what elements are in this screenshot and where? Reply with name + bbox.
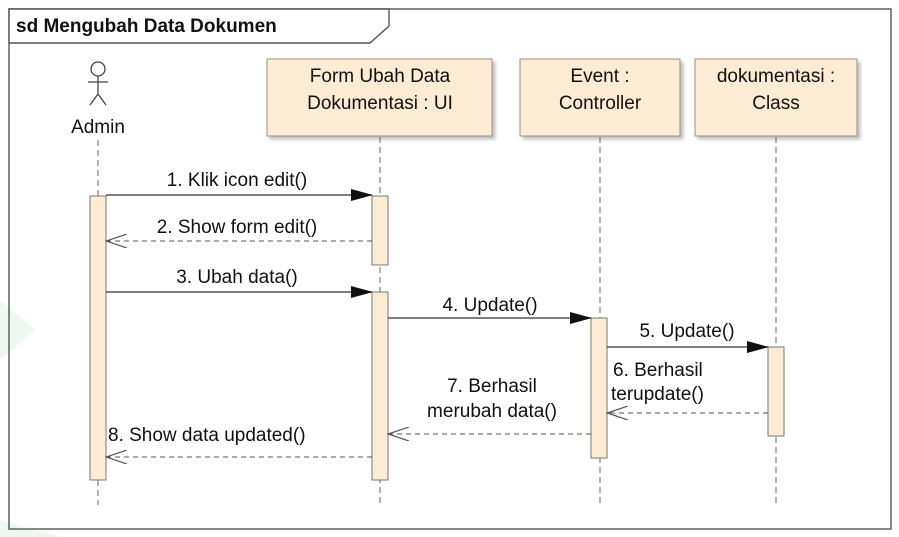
message-5-label: 5. Update() bbox=[639, 321, 734, 342]
actor-head bbox=[90, 61, 106, 77]
actor-admin bbox=[88, 61, 108, 106]
lifeline-box bbox=[266, 58, 493, 137]
lifeline-box bbox=[694, 58, 858, 137]
message-3-label: 3. Ubah data() bbox=[176, 267, 297, 288]
frame-title: sd Mengubah Data Dokumen bbox=[16, 16, 277, 37]
message-8-label: 8. Show data updated() bbox=[108, 425, 306, 446]
message-4-label: 4. Update() bbox=[442, 295, 537, 316]
watermark-shape-left bbox=[0, 300, 35, 360]
lifeline-box bbox=[519, 58, 681, 137]
message-6-label-line1: 6. Berhasil bbox=[613, 360, 703, 381]
lifeline-dokumentasi-class: dokumentasi : Class bbox=[694, 58, 858, 137]
lifeline-name-line1: Event : bbox=[570, 66, 629, 87]
activation-class bbox=[767, 346, 785, 437]
actor-label: Admin bbox=[71, 117, 125, 138]
message-7-label-line2: merubah data() bbox=[427, 401, 557, 422]
message-6-label-line2: terupdate() bbox=[611, 384, 704, 405]
lifeline-name-line1: Form Ubah Data bbox=[310, 66, 451, 87]
frame-title-tab bbox=[8, 8, 390, 44]
lifeline-name-line2: Class bbox=[752, 93, 800, 114]
lifeline-name-line1: dokumentasi : bbox=[717, 66, 835, 87]
lifeline-form-ubah-data: Form Ubah Data Dokumentasi : UI bbox=[266, 58, 493, 137]
activation-form-1 bbox=[371, 195, 389, 266]
message-1-label: 1. Klik icon edit() bbox=[167, 170, 307, 191]
lifeline-name-line2: Controller bbox=[559, 93, 642, 114]
activation-admin bbox=[89, 195, 107, 481]
message-2-label: 2. Show form edit() bbox=[157, 217, 318, 238]
lifeline-event-controller: Event : Controller bbox=[519, 58, 681, 137]
diagram-frame bbox=[8, 8, 892, 530]
activation-controller bbox=[590, 317, 608, 459]
activation-form-2 bbox=[371, 291, 389, 481]
lifeline-name-line2: Dokumentasi : UI bbox=[307, 93, 453, 114]
message-7-label-line1: 7. Berhasil bbox=[447, 376, 537, 397]
